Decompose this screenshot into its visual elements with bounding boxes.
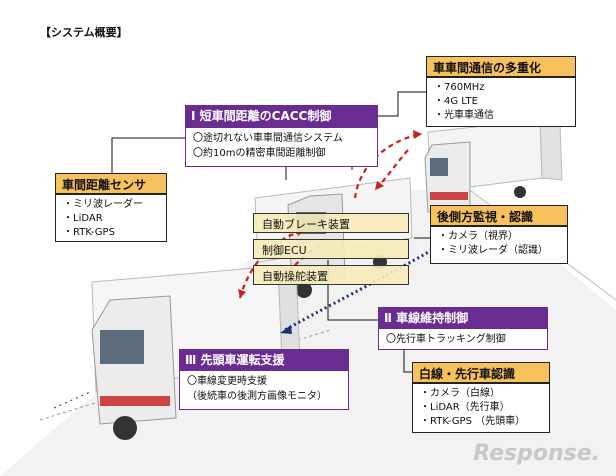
arrow-head <box>413 130 422 139</box>
recog-heading: 白線・先行車認識 <box>412 362 550 383</box>
lead-item: 〇車線変更時支援 <box>187 376 267 387</box>
response-watermark: Response. <box>473 441 600 466</box>
connector-line <box>378 91 426 117</box>
recog-item: ・カメラ（白線） <box>420 388 500 399</box>
connector-line <box>111 137 185 173</box>
sensor-heading: 車間距離センサ <box>55 173 167 194</box>
lane-body: 〇先行車トラッキング制御 <box>378 328 548 350</box>
rear-item: ・ミリ波レーダ（認識） <box>438 245 548 256</box>
arrow-head <box>238 289 246 298</box>
arrow-head <box>280 325 292 334</box>
recog-body: ・カメラ（白線） ・LiDAR（先行車） ・RTK-GPS （先頭車） <box>412 383 550 433</box>
sensor-item: ・ミリ波レーダー <box>63 199 143 210</box>
rear-item: ・カメラ（視界） <box>438 231 518 242</box>
auto-brake-label: 自動ブレーキ装置 <box>253 213 409 233</box>
control-ecu-label: 制御ECU <box>253 239 409 259</box>
lane-heading: Ⅱ 車線維持制御 <box>378 307 548 328</box>
comm-item: ・4G LTE <box>434 96 478 107</box>
connector-line <box>403 350 412 373</box>
cacc-body: 〇途切れない車車間通信システム 〇約10mの精密車間距離制御 <box>185 127 378 167</box>
lead-heading: Ⅲ 先頭車運転支援 <box>179 349 349 370</box>
rear-body: ・カメラ（視界） ・ミリ波レーダ（認識） <box>430 226 568 264</box>
comm-heading: 車車間通信の多重化 <box>426 56 576 77</box>
sensor-item: ・LiDAR <box>63 213 103 224</box>
comm-item: ・光車車通信 <box>434 110 494 121</box>
lane-keep-arrow <box>284 248 433 332</box>
v2v-arrow <box>238 228 306 299</box>
lead-body: 〇車線変更時支援 （後続車の後測方画像モニタ） <box>179 370 349 410</box>
comm-item: ・760MHz <box>434 82 485 93</box>
far-truck <box>424 119 563 219</box>
rear-heading: 後側方監視・認識 <box>430 205 568 226</box>
auto-steering-label: 自動操舵装置 <box>253 265 409 285</box>
lane-marker <box>53 391 91 409</box>
recog-item: ・LiDAR（先行車） <box>420 402 510 413</box>
lead-item: （後続車の後測方画像モニタ） <box>187 391 327 402</box>
comm-body: ・760MHz ・4G LTE ・光車車通信 <box>426 77 576 127</box>
cacc-item: 〇途切れない車車間通信システム <box>193 133 343 144</box>
recog-item: ・RTK-GPS （先頭車） <box>420 416 526 427</box>
sensor-item: ・RTK-GPS <box>63 227 115 238</box>
arrow-head <box>375 181 384 190</box>
v2v-arrow <box>353 132 423 199</box>
cacc-heading: Ⅰ 短車間距離のCACC制御 <box>185 105 378 127</box>
sensor-body: ・ミリ波レーダー ・LiDAR ・RTK-GPS <box>55 194 167 242</box>
lane-item: 〇先行車トラッキング制御 <box>386 334 506 345</box>
cacc-item: 〇約10mの精密車間距離制御 <box>193 148 326 159</box>
page-title: 【システム概要】 <box>40 26 128 39</box>
